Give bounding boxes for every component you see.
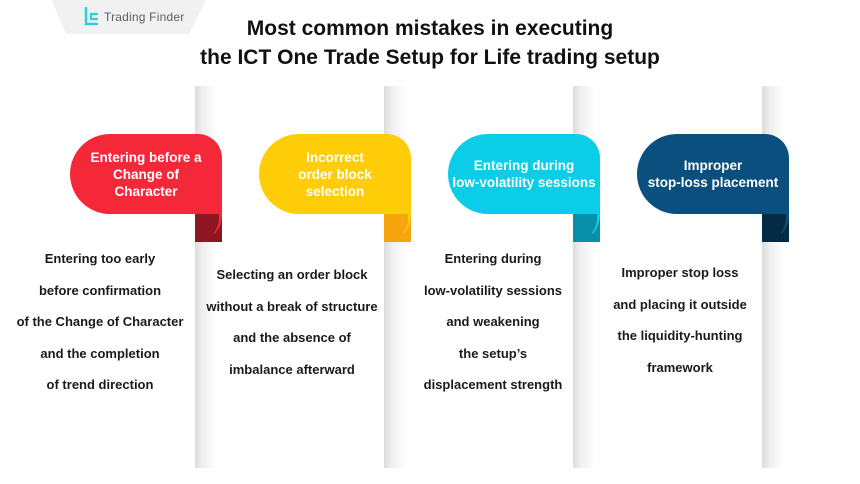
description-line: and the completion xyxy=(40,345,160,361)
description-line: Improper stop loss xyxy=(621,265,739,280)
description-line: without a break of structure xyxy=(206,298,378,314)
heading-line: order block xyxy=(298,166,372,182)
description-line: of the Change of Character xyxy=(16,314,184,329)
heading-line: Incorrect xyxy=(306,149,364,165)
page-title: Most common mistakes in executing the IC… xyxy=(0,14,860,72)
heading-line: low-volatility sessions xyxy=(452,175,596,190)
heading-line: selection xyxy=(305,183,365,199)
brand-logo: Trading Finder xyxy=(84,6,184,28)
description-line: imbalance afterward xyxy=(229,361,355,377)
logo-background xyxy=(50,0,208,34)
description-line: and placing it outside xyxy=(613,296,747,312)
trading-finder-logo-icon xyxy=(84,7,99,26)
description-line: low-volatility sessions xyxy=(424,282,562,298)
description-line: Selecting an order block xyxy=(216,267,368,282)
heading-line: Improper xyxy=(683,158,743,173)
ribbon-fold-icon xyxy=(195,214,222,242)
title-line-1: Most common mistakes in executing xyxy=(246,17,614,40)
heading-line: Change of Character xyxy=(113,166,179,199)
heading-line: stop-loss placement xyxy=(647,175,779,190)
mistake-3-ribbon: Entering during low-volatility sessions xyxy=(448,134,600,242)
heading-line: Entering before a xyxy=(90,149,202,165)
brand-name: Trading Finder xyxy=(104,10,185,24)
mistake-4-ribbon: Improper stop-loss placement xyxy=(637,134,789,242)
description-line: the setup’s xyxy=(458,345,528,361)
mistake-2-description: Selecting an order block without a break… xyxy=(200,259,384,385)
ribbon-fold-icon xyxy=(384,214,411,242)
description-line: and weakening xyxy=(446,314,540,329)
mistake-4-heading: Improper stop-loss placement xyxy=(637,134,789,214)
mistake-4-description: Improper stop loss and placing it outsid… xyxy=(588,257,772,383)
description-line: before confirmation xyxy=(38,282,162,298)
ribbon-fold-icon xyxy=(573,214,600,242)
description-line: framework xyxy=(647,359,713,375)
description-line: Entering during xyxy=(444,251,542,266)
title-line-2: the ICT One Trade Setup for Life trading… xyxy=(200,46,660,69)
description-line: displacement strength xyxy=(423,377,563,392)
description-line: of trend direction xyxy=(46,377,154,392)
description-line: Entering too early xyxy=(44,251,156,266)
description-line: the liquidity-hunting xyxy=(617,328,743,343)
mistake-3-description: Entering during low-volatility sessions … xyxy=(400,243,586,401)
description-line: and the absence of xyxy=(233,330,351,345)
ribbon-fold-icon xyxy=(762,214,789,242)
mistake-3-heading: Entering during low-volatility sessions xyxy=(448,134,600,214)
heading-line: Entering during xyxy=(473,158,575,173)
mistake-1-description: Entering too early before confirmation o… xyxy=(0,243,200,401)
